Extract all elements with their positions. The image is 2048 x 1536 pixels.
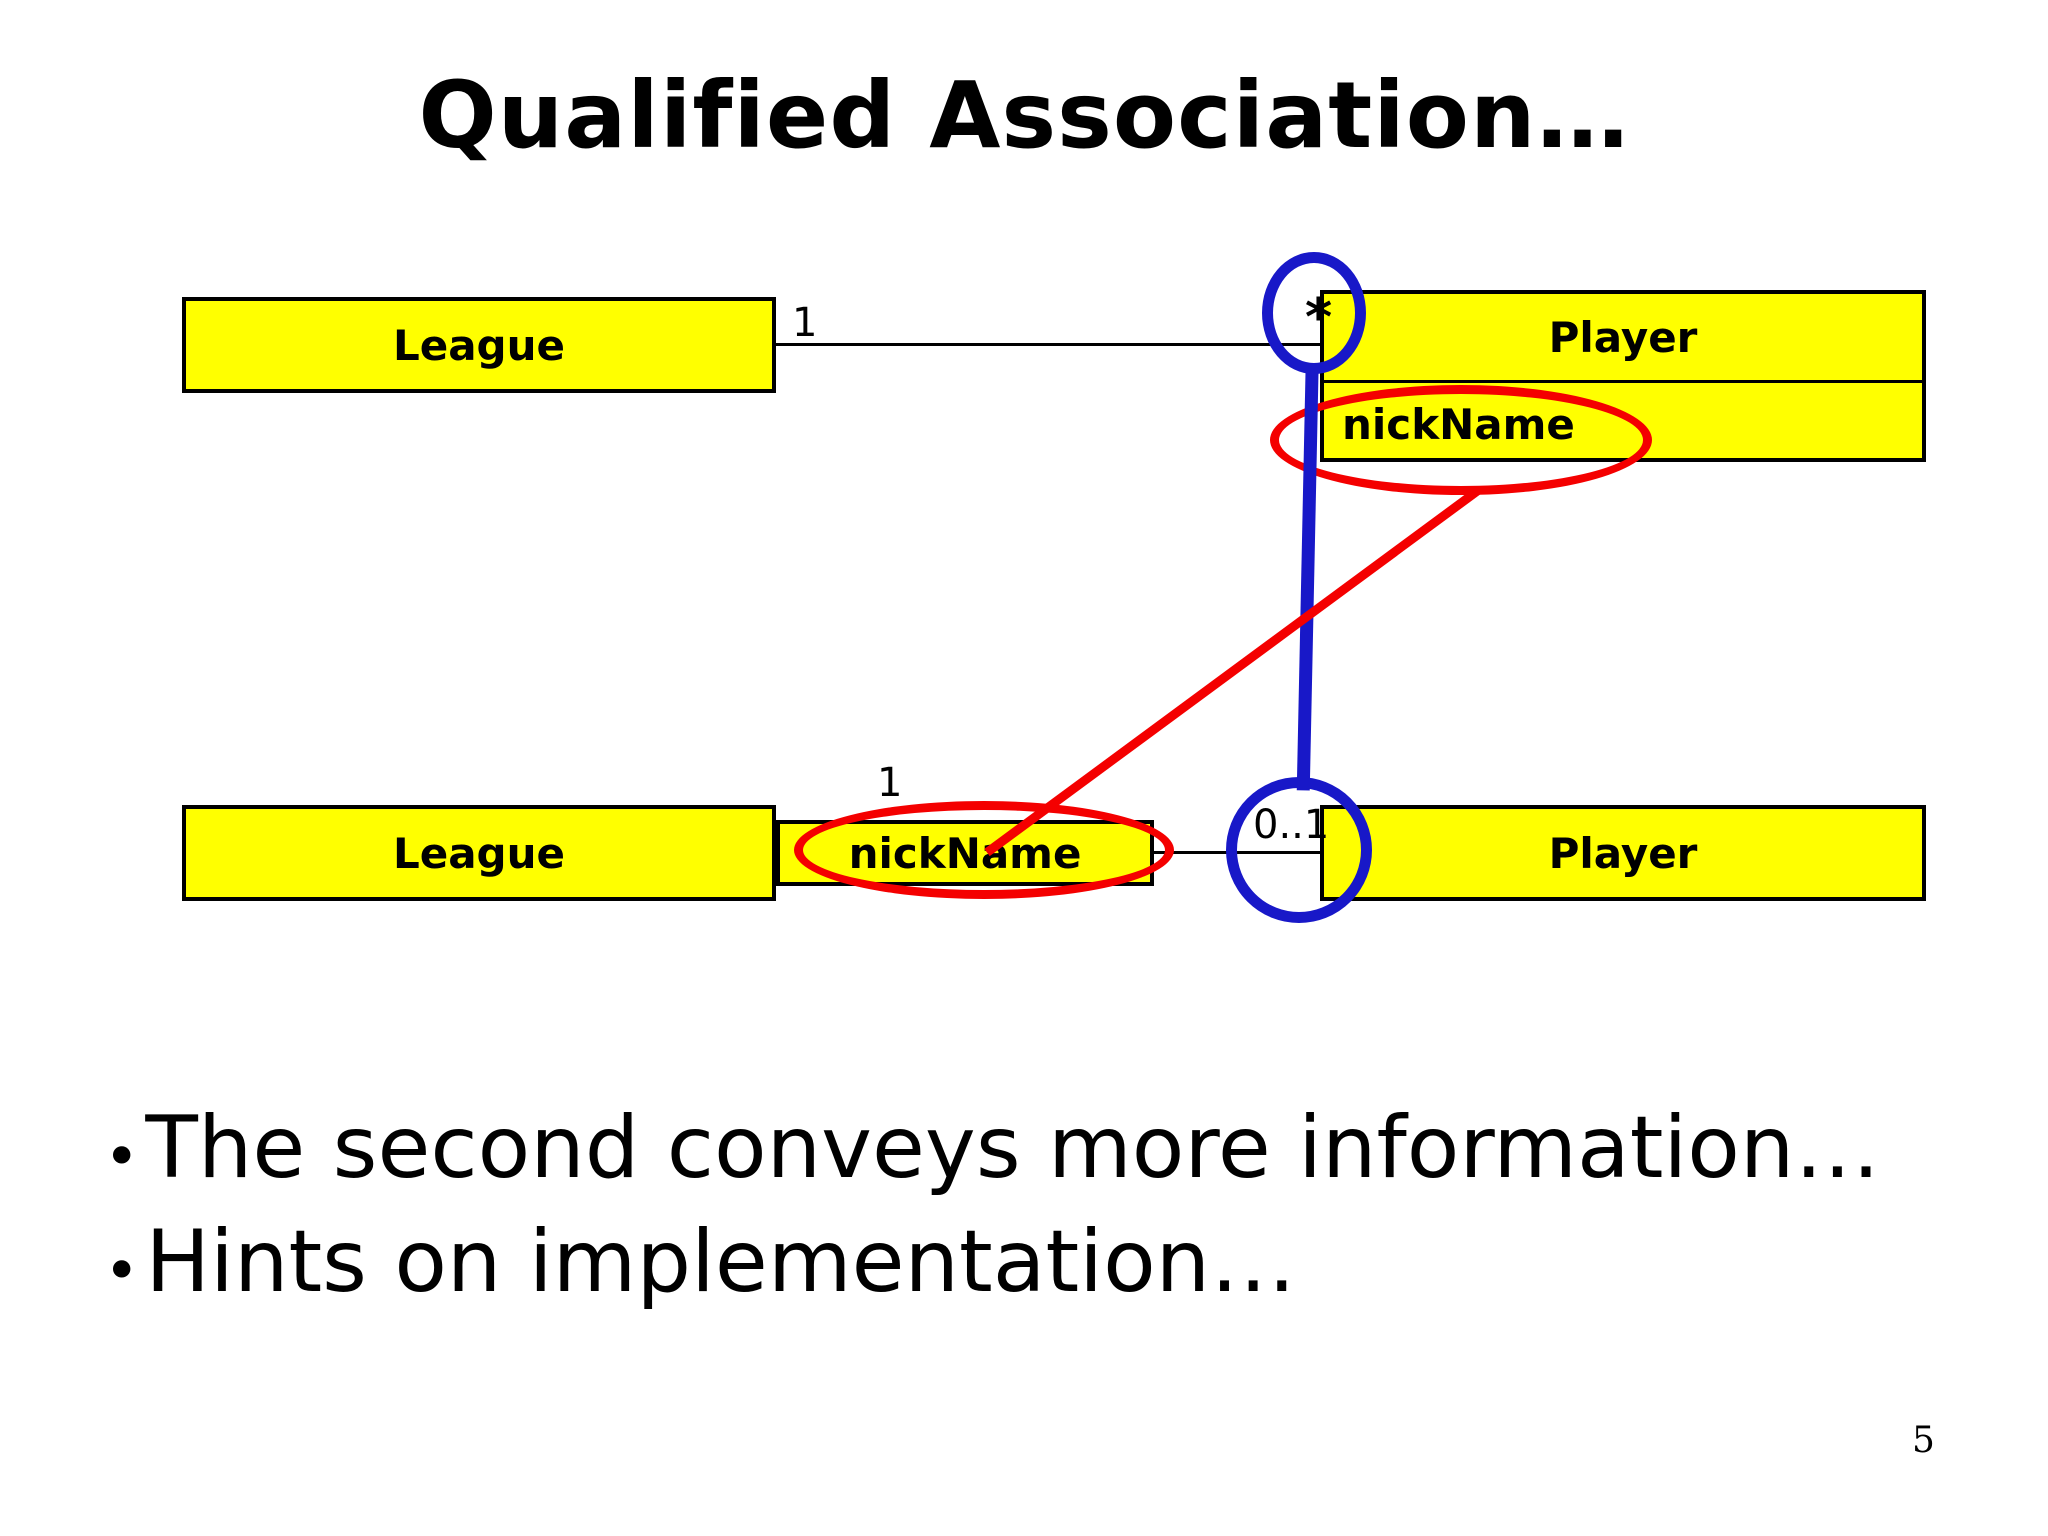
- class-box-league-top[interactable]: League: [182, 297, 776, 393]
- page-number: 5: [1912, 1420, 1935, 1461]
- annotation-ellipse-multiplicity-star: [1262, 252, 1366, 374]
- class-name-league-top: League: [392, 320, 566, 370]
- class-name-league-bottom: League: [392, 828, 566, 878]
- annotation-ellipse-nickname-attribute: [1270, 385, 1652, 495]
- page-title: Qualified Association…: [418, 62, 1630, 169]
- class-name-player-bottom: Player: [1548, 828, 1698, 878]
- multiplicity-league-top: 1: [792, 300, 818, 346]
- bullet-text-1: Hints on implementation…: [145, 1211, 1297, 1312]
- class-name-player-top: Player: [1548, 312, 1698, 362]
- annotation-ellipse-multiplicity-zero-one: [1226, 777, 1372, 923]
- multiplicity-league-bottom: 1: [877, 760, 903, 806]
- bullet-item-1: • Hints on implementation…: [104, 1206, 1964, 1320]
- bullet-list: • The second conveys more information… •…: [104, 1092, 1964, 1319]
- bullet-marker-icon: •: [104, 1235, 140, 1306]
- bullet-marker-icon: •: [104, 1122, 140, 1192]
- class-box-league-bottom[interactable]: League: [182, 805, 776, 901]
- annotation-ellipse-qualifier-nickname: [794, 801, 1174, 899]
- bullet-item-0: • The second conveys more information…: [104, 1092, 1964, 1206]
- association-line-top: [775, 343, 1335, 346]
- bullet-text-0: The second conveys more information…: [145, 1098, 1881, 1198]
- annotation-connector-red: [984, 486, 1481, 857]
- class-box-player-bottom[interactable]: Player: [1320, 805, 1926, 901]
